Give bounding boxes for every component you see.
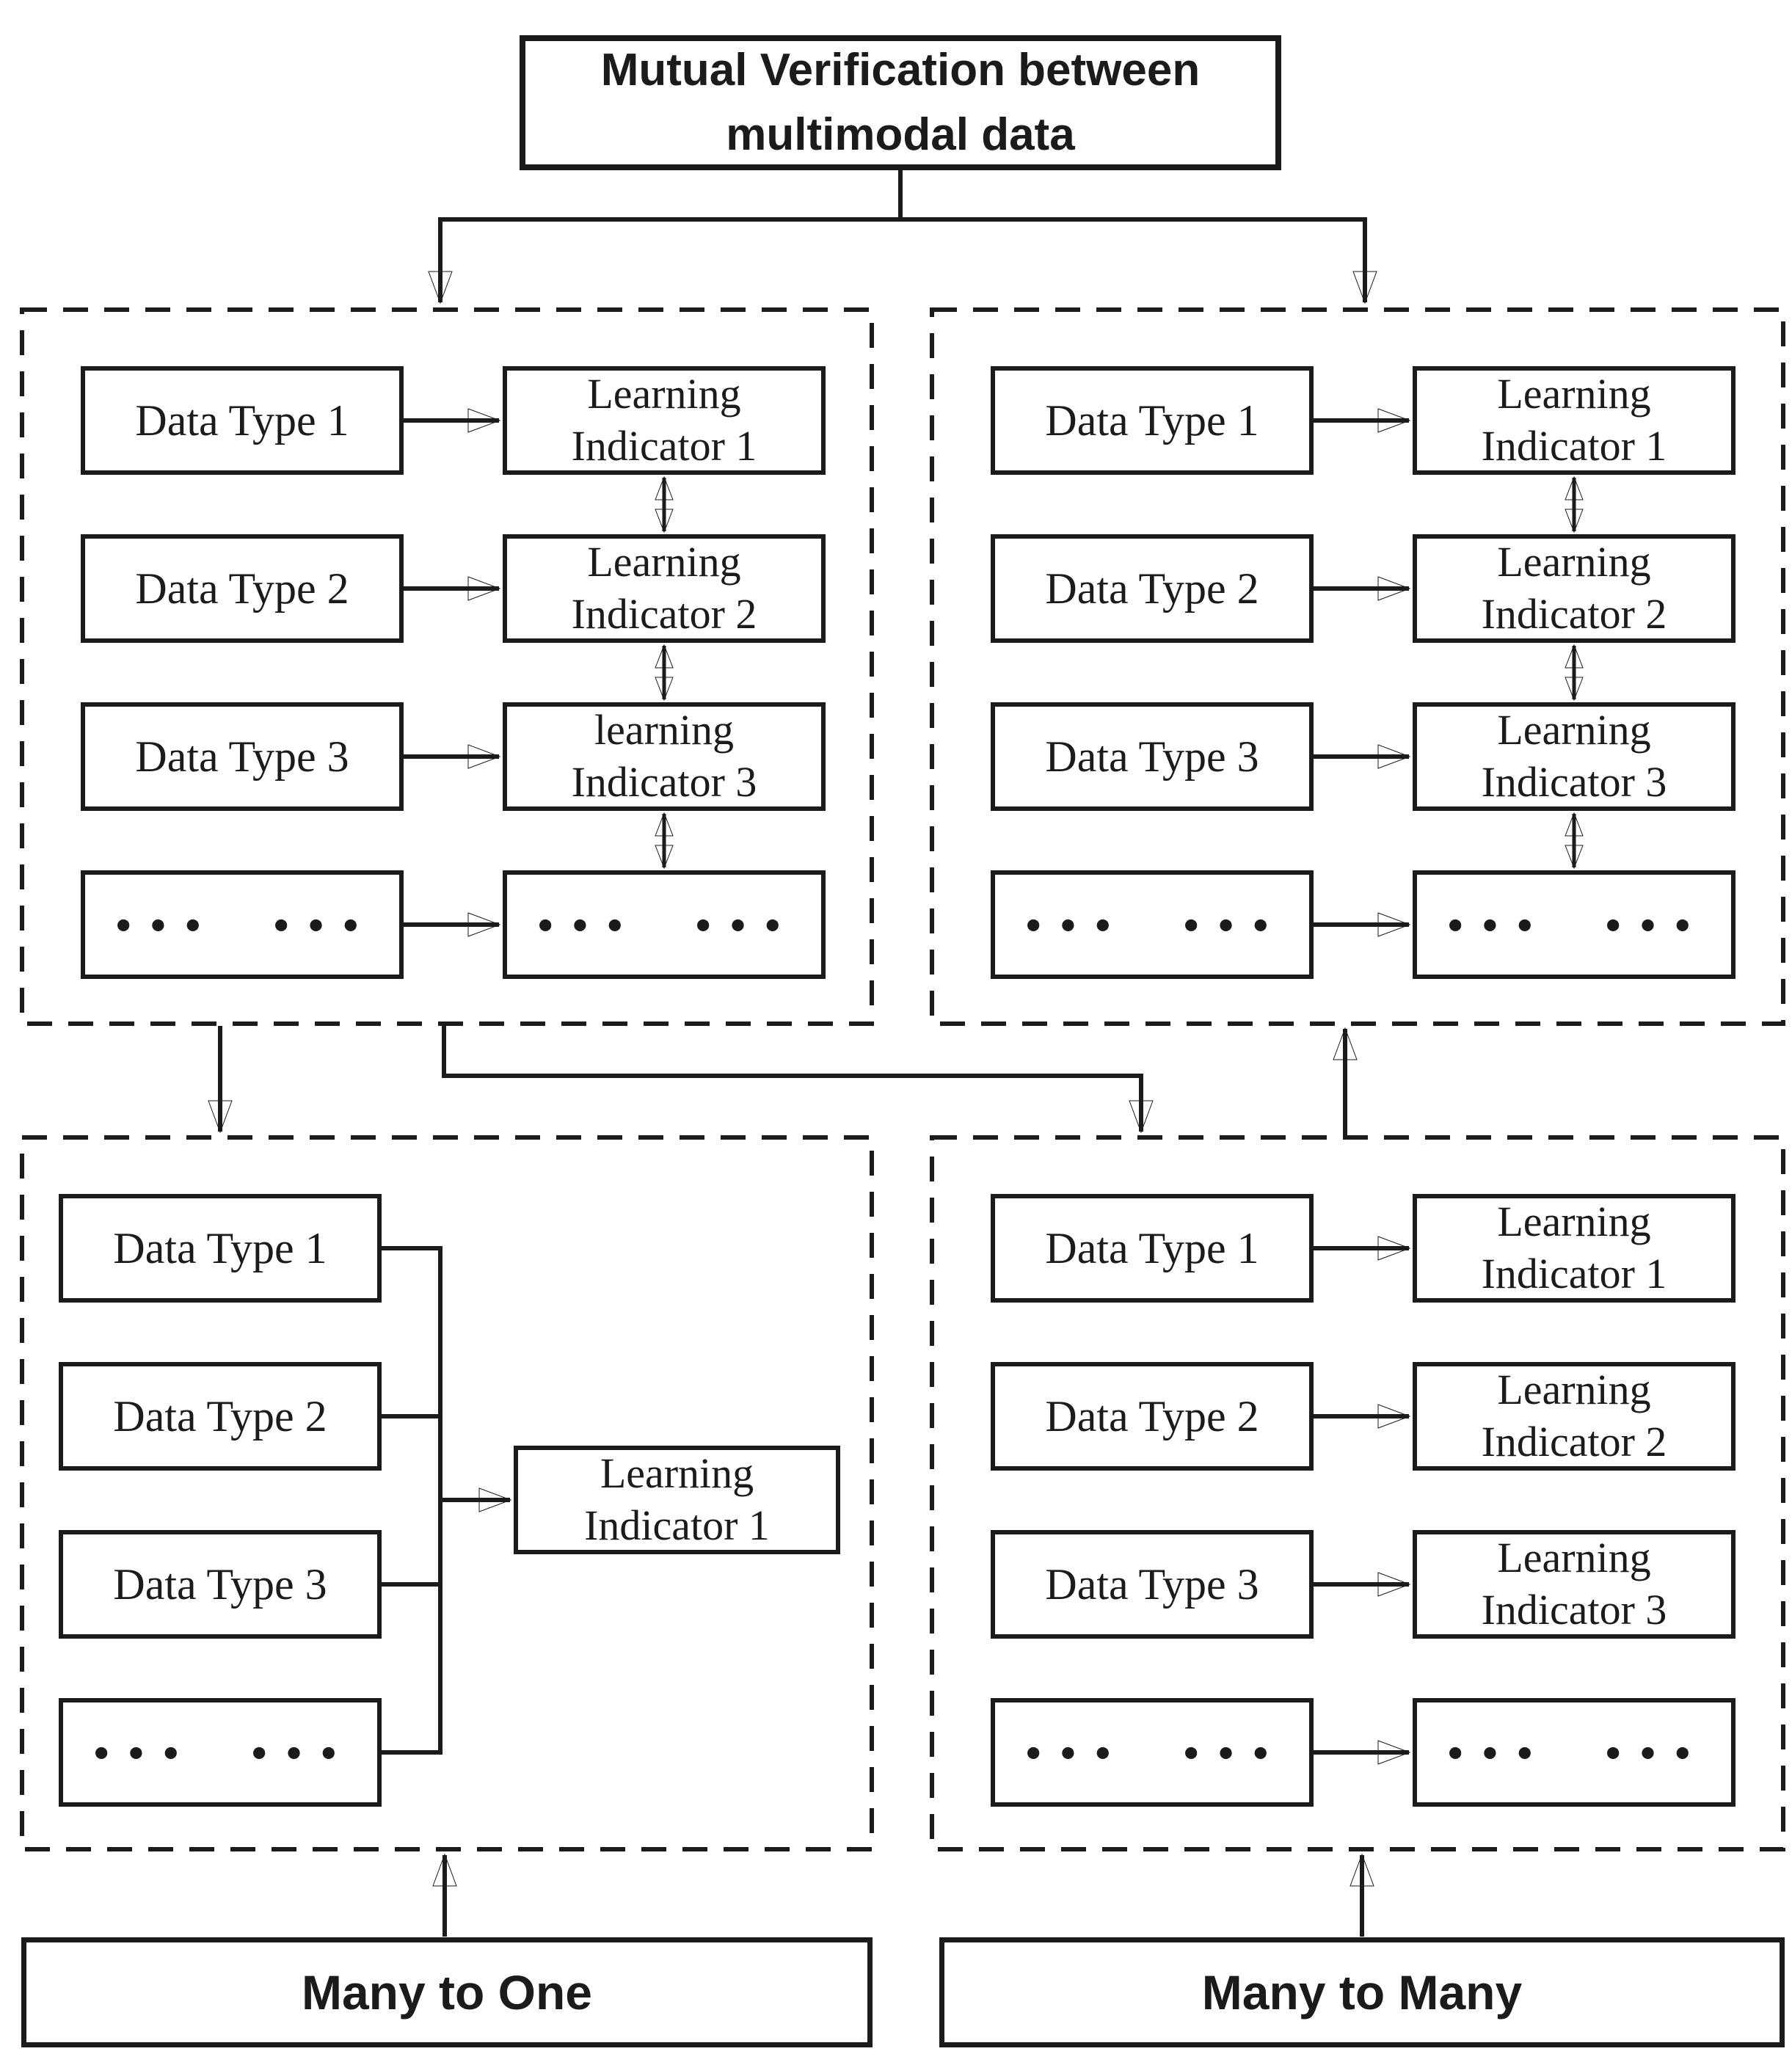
data-type-label: Data Type 2 [135,564,349,613]
panel-top-left-border [20,307,874,1026]
data-type-box: Data Type 2 [81,534,404,643]
learning-indicator-ellipsis-box: ··· ··· [1413,870,1735,979]
panel-bottom-right-border [930,1135,1785,1851]
learning-indicator-box: learning Indicator 3 [503,702,826,811]
learning-indicator-box: Learning Indicator 2 [1413,1362,1735,1471]
ellipsis-label: ··· ··· [1443,1711,1705,1793]
data-type-box: Data Type 2 [991,1362,1314,1471]
data-type-label: Data Type 1 [1045,1223,1259,1272]
ellipsis-label: ··· ··· [1443,884,1705,966]
learning-indicator-label: learning Indicator 3 [571,706,757,806]
data-type-box: Data Type 1 [59,1194,382,1303]
ellipsis-label: ··· ··· [111,884,374,966]
learning-indicator-label: Learning Indicator 1 [1481,370,1667,470]
learning-indicator-label: Learning Indicator 1 [1481,1198,1667,1297]
data-type-label: Data Type 1 [1045,396,1259,445]
many-to-one-label: Many to One [301,1965,593,2020]
data-type-label: Data Type 2 [1045,564,1259,613]
data-type-ellipsis-box: ··· ··· [81,870,404,979]
ellipsis-label: ··· ··· [89,1711,352,1793]
panel-top-left: Data Type 1 Data Type 2 Data Type 3 ··· … [22,310,872,1024]
title-text: Mutual Verification between multimodal d… [600,44,1201,160]
learning-indicator-label: Learning Indicator 3 [1481,706,1667,806]
many-to-many-box: Many to Many [939,1937,1785,2047]
data-type-box: Data Type 1 [991,366,1314,475]
data-type-box: Data Type 2 [59,1362,382,1471]
ellipsis-label: ··· ··· [1021,1711,1283,1793]
learning-indicator-label: Learning Indicator 1 [571,370,757,470]
learning-indicator-label: Learning Indicator 2 [1481,538,1667,638]
data-type-label: Data Type 3 [1045,1559,1259,1609]
data-type-ellipsis-box: ··· ··· [991,1698,1314,1807]
data-type-box: Data Type 3 [59,1530,382,1639]
data-type-label: Data Type 1 [113,1223,327,1272]
data-type-box: Data Type 3 [991,702,1314,811]
learning-indicator-box: Learning Indicator 3 [1413,1530,1735,1639]
data-type-box: Data Type 1 [81,366,404,475]
data-type-label: Data Type 3 [113,1559,327,1609]
learning-indicator-label: Learning Indicator 2 [571,538,757,638]
learning-indicator-ellipsis-box: ··· ··· [1413,1698,1735,1807]
many-to-many-label: Many to Many [1201,1965,1523,2020]
data-type-box: Data Type 2 [991,534,1314,643]
data-type-ellipsis-box: ··· ··· [991,870,1314,979]
learning-indicator-box: Learning Indicator 1 [1413,1194,1735,1303]
learning-indicator-box: Learning Indicator 2 [503,534,826,643]
learning-indicator-box: Learning Indicator 1 [503,366,826,475]
learning-indicator-box: Learning Indicator 1 [1413,366,1735,475]
learning-indicator-box: Learning Indicator 1 [514,1446,840,1554]
title-box: Mutual Verification between multimodal d… [520,35,1281,170]
data-type-box: Data Type 3 [81,702,404,811]
data-type-label: Data Type 3 [135,732,349,781]
learning-indicator-box: Learning Indicator 3 [1413,702,1735,811]
panel-bottom-left-border [20,1135,874,1851]
panel-bottom-left: Data Type 1 Data Type 2 Data Type 3 ··· … [22,1137,872,1849]
data-type-ellipsis-box: ··· ··· [59,1698,382,1807]
data-type-label: Data Type 3 [1045,732,1259,781]
data-type-label: Data Type 2 [113,1391,327,1441]
data-type-box: Data Type 3 [991,1530,1314,1639]
learning-indicator-label: Learning Indicator 2 [1481,1366,1667,1465]
learning-indicator-label: Learning Indicator 1 [584,1449,770,1549]
many-to-one-box: Many to One [21,1937,873,2047]
learning-indicator-ellipsis-box: ··· ··· [503,870,826,979]
data-type-label: Data Type 1 [135,396,349,445]
learning-indicator-box: Learning Indicator 2 [1413,534,1735,643]
panel-bottom-right: Data Type 1 Data Type 2 Data Type 3 ··· … [932,1137,1783,1849]
data-type-label: Data Type 2 [1045,1391,1259,1441]
panel-top-right-border [930,307,1785,1026]
elbow-topleft-to-bottomright [442,1026,1154,1134]
data-type-box: Data Type 1 [991,1194,1314,1303]
learning-indicator-label: Learning Indicator 3 [1481,1534,1667,1634]
ellipsis-label: ··· ··· [1021,884,1283,966]
ellipsis-label: ··· ··· [533,884,795,966]
panel-top-right: Data Type 1 Data Type 2 Data Type 3 ··· … [932,310,1783,1024]
